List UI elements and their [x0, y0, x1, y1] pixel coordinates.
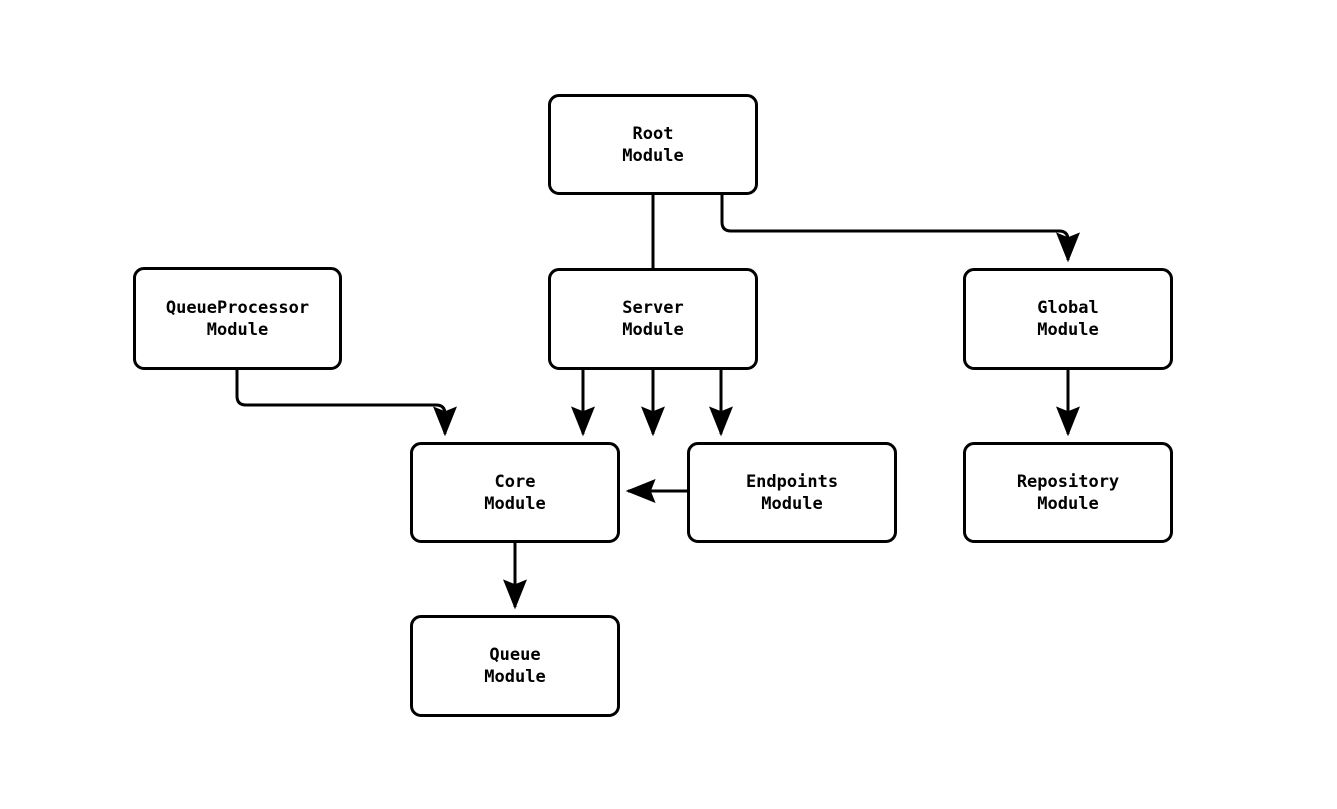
node-core-module-line1: Core: [494, 471, 536, 492]
node-server-module-line1: Server: [622, 298, 684, 318]
node-queueprocessor-module-line1: QueueProcessor: [165, 297, 310, 318]
edge-queueprocessor-to-core: [235, 370, 457, 437]
node-queue-module-line1: Queue: [489, 645, 541, 665]
node-global-module[interactable]: Global Module: [963, 268, 1173, 370]
edge-root-to-global: [720, 195, 1080, 263]
node-repository-module-line1: Repository: [1016, 471, 1120, 492]
node-queue-module-line2: Module: [484, 667, 546, 687]
node-global-module-line1: Global: [1037, 298, 1099, 318]
node-endpoints-module-line1: Endpoints: [745, 471, 839, 492]
node-root-module[interactable]: Root Module: [548, 94, 758, 195]
node-server-module-line2: Module: [622, 320, 684, 340]
node-queueprocessor-module[interactable]: QueueProcessor Module: [133, 267, 342, 370]
node-repository-module-line2: Module: [1037, 493, 1099, 514]
node-queue-module[interactable]: Queue Module: [410, 615, 620, 717]
edge-group: [235, 195, 1080, 610]
node-server-module[interactable]: Server Module: [548, 268, 758, 370]
node-core-module[interactable]: Core Module: [410, 442, 620, 543]
node-core-module-line2: Module: [484, 493, 546, 514]
node-global-module-line2: Module: [1037, 320, 1099, 340]
node-queueprocessor-module-line2: Module: [206, 319, 269, 340]
node-endpoints-module-line2: Module: [761, 493, 823, 514]
node-repository-module[interactable]: Repository Module: [963, 442, 1173, 543]
node-root-module-line2: Module: [622, 145, 684, 166]
node-endpoints-module[interactable]: Endpoints Module: [687, 442, 897, 543]
node-root-module-line1: Root: [632, 123, 674, 144]
